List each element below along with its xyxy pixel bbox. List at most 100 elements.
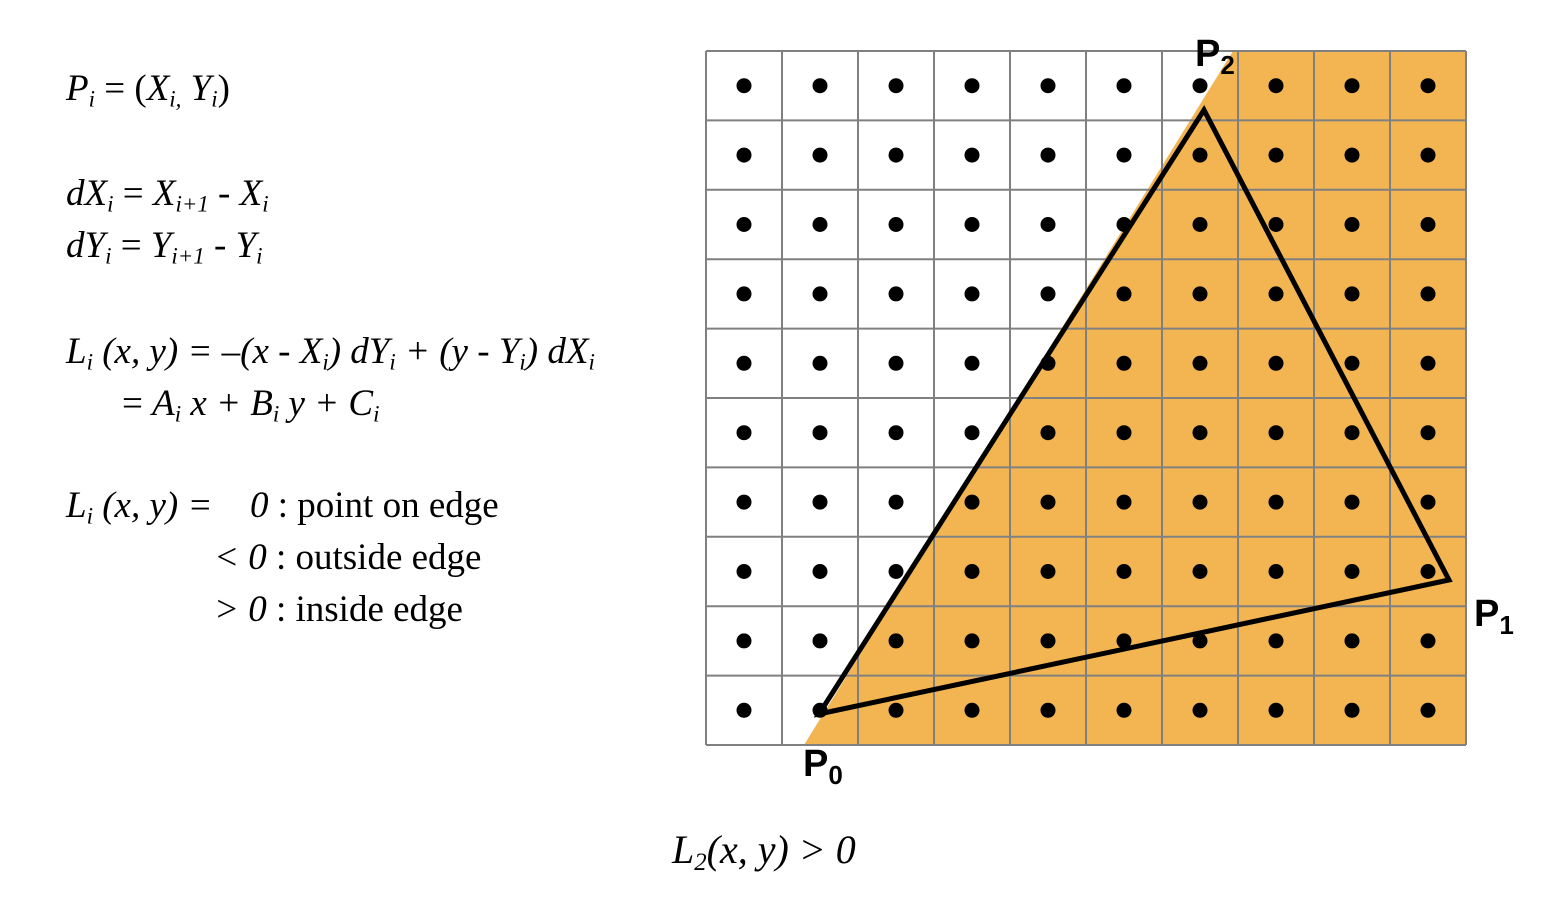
pixel-center-dot: [964, 564, 980, 579]
pixel-center-dot: [1420, 286, 1436, 302]
pixel-center-dot: [1116, 286, 1132, 302]
pixel-center-dot: [1420, 78, 1436, 94]
pixel-center-dot: [1116, 494, 1132, 510]
pixel-center-dot: [1040, 494, 1056, 510]
pixel-center-dot: [1192, 78, 1208, 94]
pixel-center-dot: [1268, 217, 1284, 232]
pixel-center-dot: [1192, 217, 1208, 232]
edge-function-line1: Li (x, y) = –(x - Xi) dYi + (y - Yi) dXi: [66, 331, 595, 375]
pixel-center-dot: [812, 147, 828, 163]
pixel-center-dot: [812, 633, 828, 649]
pixel-center-dot: [1420, 633, 1436, 649]
pixel-center-dot: [1420, 702, 1436, 718]
pixel-center-dot: [964, 425, 980, 441]
pixel-center-dot: [736, 147, 752, 163]
edge-function-line2: = Ai x + Bi y + Ci: [122, 383, 380, 427]
pixel-center-dot: [1268, 425, 1284, 441]
dy-definition: dYi = Yi+1 - Yi: [66, 225, 263, 269]
pixel-center-dot: [964, 494, 980, 510]
pixel-grid: [705, 50, 1467, 746]
pixel-center-dot: [1192, 286, 1208, 302]
pixel-center-dot: [1420, 425, 1436, 441]
pixel-center-dot: [1420, 494, 1436, 510]
pixel-center-dot: [736, 78, 752, 94]
vertex-label-p0: P0: [803, 743, 843, 790]
pixel-center-dot: [1040, 633, 1056, 649]
edge-case-inside: > 0 : inside edge: [214, 589, 463, 630]
pixel-center-dot: [964, 217, 980, 232]
pixel-center-dot: [1344, 494, 1360, 510]
pixel-center-dot: [888, 564, 904, 579]
pixel-center-dot: [1116, 78, 1132, 94]
pixel-center-dot: [964, 702, 980, 718]
pixel-center-dot: [888, 355, 904, 371]
pixel-center-dot: [1040, 702, 1056, 718]
pixel-center-dot: [1268, 147, 1284, 163]
pixel-center-dot: [1344, 147, 1360, 163]
pixel-center-dot: [1344, 78, 1360, 94]
pixel-center-dot: [736, 217, 752, 232]
pixel-center-dot: [1040, 217, 1056, 232]
pixel-center-dot: [1116, 633, 1132, 649]
pixel-center-dot: [888, 425, 904, 441]
pixel-center-dot: [1040, 286, 1056, 302]
pixel-center-dot: [1192, 147, 1208, 163]
pixel-center-dot: [1344, 286, 1360, 302]
pixel-center-dot: [1344, 425, 1360, 441]
pixel-center-dot: [1344, 564, 1360, 579]
pixel-center-dot: [736, 564, 752, 579]
pixel-center-dot: [1268, 355, 1284, 371]
pixel-center-dot: [1268, 564, 1284, 579]
pixel-center-dot: [1040, 564, 1056, 579]
vertex-label-p2: P2: [1195, 33, 1235, 80]
caption: L2(x, y) > 0: [672, 827, 856, 876]
pixel-center-dot: [1116, 425, 1132, 441]
pixel-center-dot: [812, 217, 828, 232]
pixel-center-dot: [736, 702, 752, 718]
pixel-center-dot: [1040, 425, 1056, 441]
pixel-center-dot: [1116, 147, 1132, 163]
pixel-center-dot: [888, 702, 904, 718]
pixel-center-dot: [736, 494, 752, 510]
pixel-center-dot: [1420, 355, 1436, 371]
point-definition: Pi = (Xi, Yi): [66, 68, 230, 112]
pixel-center-dot: [1420, 217, 1436, 232]
pixel-center-dot: [964, 633, 980, 649]
pixel-center-dot: [1268, 286, 1284, 302]
pixel-center-dot: [888, 217, 904, 232]
pixel-center-dot: [736, 633, 752, 649]
pixel-center-dot: [736, 425, 752, 441]
pixel-center-dot: [964, 286, 980, 302]
pixel-center-dot: [736, 286, 752, 302]
pixel-center-dot: [812, 425, 828, 441]
pixel-center-dot: [964, 147, 980, 163]
pixel-center-dot: [812, 564, 828, 579]
pixel-center-dot: [888, 633, 904, 649]
edge-case-on: 0 : point on edge: [250, 485, 499, 526]
vertex-label-p1: P1: [1474, 593, 1514, 640]
pixel-centers: [736, 78, 1436, 718]
pixel-center-dot: [1344, 633, 1360, 649]
pixel-center-dot: [1192, 564, 1208, 579]
pixel-center-dot: [1116, 564, 1132, 579]
pixel-center-dot: [1268, 702, 1284, 718]
edge-cases-lhs: Li (x, y) =: [66, 485, 213, 529]
pixel-center-dot: [964, 355, 980, 371]
pixel-center-dot: [1116, 702, 1132, 718]
pixel-center-dot: [1344, 702, 1360, 718]
pixel-center-dot: [1192, 355, 1208, 371]
pixel-center-dot: [812, 355, 828, 371]
pixel-center-dot: [1420, 147, 1436, 163]
edge-case-outside: < 0 : outside edge: [214, 537, 482, 578]
pixel-center-dot: [1116, 355, 1132, 371]
triangle-outline: [813, 105, 1453, 718]
pixel-center-dot: [1268, 633, 1284, 649]
pixel-center-dot: [1040, 147, 1056, 163]
pixel-center-dot: [888, 494, 904, 510]
pixel-center-dot: [812, 494, 828, 510]
pixel-center-dot: [1344, 355, 1360, 371]
pixel-center-dot: [1040, 78, 1056, 94]
pixel-center-dot: [1344, 217, 1360, 232]
pixel-center-dot: [964, 78, 980, 94]
